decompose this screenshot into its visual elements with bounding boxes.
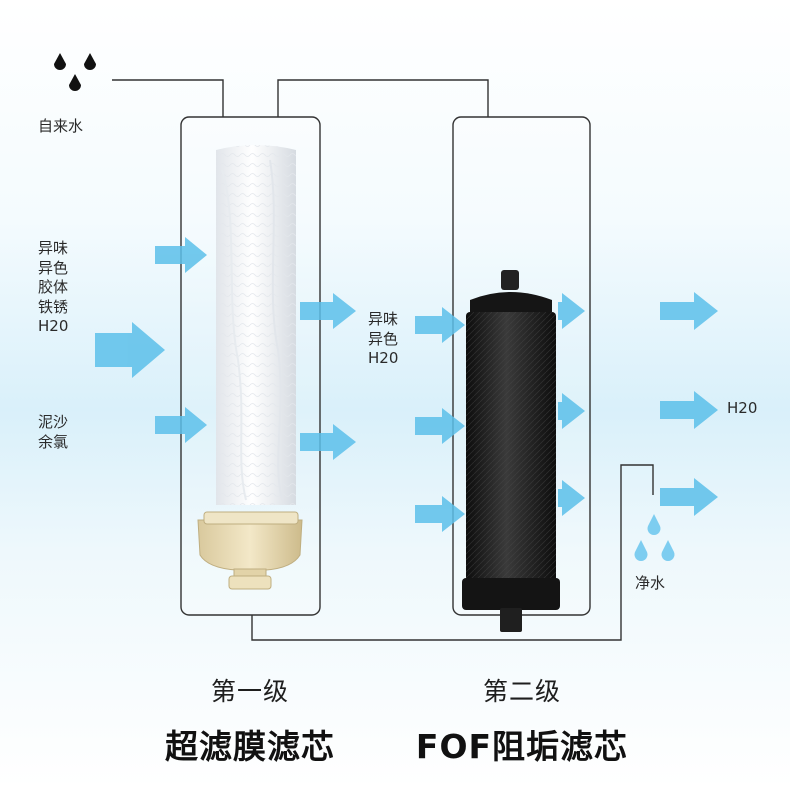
inlet-contaminant: 异色	[38, 258, 69, 277]
stage2-name: FOF阻垢滤芯	[415, 727, 629, 766]
middle-contaminant: 异味	[368, 310, 399, 328]
inlet-pipe	[112, 79, 224, 117]
inlet-contaminant: 铁锈	[38, 297, 69, 316]
inlet-contaminant: 泥沙	[38, 413, 69, 431]
arrow-outlet-top	[660, 292, 718, 330]
clean-water-drop-icon	[634, 514, 675, 561]
inlet-contaminant: 异味	[38, 239, 69, 257]
arrow-inlet-large	[95, 322, 165, 378]
arrow-outlet-mid	[660, 391, 718, 429]
arrow-stage1-in-top	[155, 237, 207, 273]
membrane-filter	[197, 145, 303, 590]
arrow-stage2-out-mid	[558, 393, 585, 429]
inlet-contaminants-group1: 异味 异色 胶体 铁锈 H20	[38, 239, 68, 337]
middle-contaminant: 异色	[368, 329, 399, 348]
arrow-stage2-in-mid	[415, 408, 465, 444]
carbon-filter	[462, 270, 560, 632]
stage2-level: 第二级	[482, 677, 561, 706]
tap-water-label: 自来水	[38, 117, 84, 135]
arrow-stage1-out-bottom	[300, 424, 356, 460]
middle-contaminant: H20	[368, 349, 399, 367]
arrow-stage2-in-bottom	[415, 496, 465, 532]
arrow-stage1-in-bottom	[155, 407, 207, 443]
flow-arrows	[95, 237, 718, 532]
arrow-stage2-out-top	[558, 293, 585, 329]
outlet-water-label: H20	[727, 399, 758, 417]
inlet-contaminant: 胶体	[38, 278, 69, 296]
connector-pipe-bottom	[251, 464, 654, 641]
arrow-outlet-bottom	[660, 478, 718, 516]
arrow-stage1-out-top	[300, 293, 356, 329]
stage1-level: 第一级	[210, 677, 289, 706]
stage1-name: 超滤膜滤芯	[165, 727, 335, 766]
connector-pipe-top	[277, 79, 489, 117]
arrow-stage2-in-top	[415, 307, 465, 343]
inlet-contaminants-group2: 泥沙 余氯	[38, 413, 68, 452]
pipe-lines	[112, 79, 654, 641]
middle-contaminants: 异味 异色 H20	[368, 310, 398, 369]
inlet-contaminant: 余氯	[38, 432, 69, 451]
tap-water-drop-icon	[54, 53, 96, 91]
arrow-stage2-out-bottom	[558, 480, 585, 516]
inlet-contaminant: H20	[38, 317, 69, 335]
clean-water-label: 净水	[635, 574, 666, 592]
